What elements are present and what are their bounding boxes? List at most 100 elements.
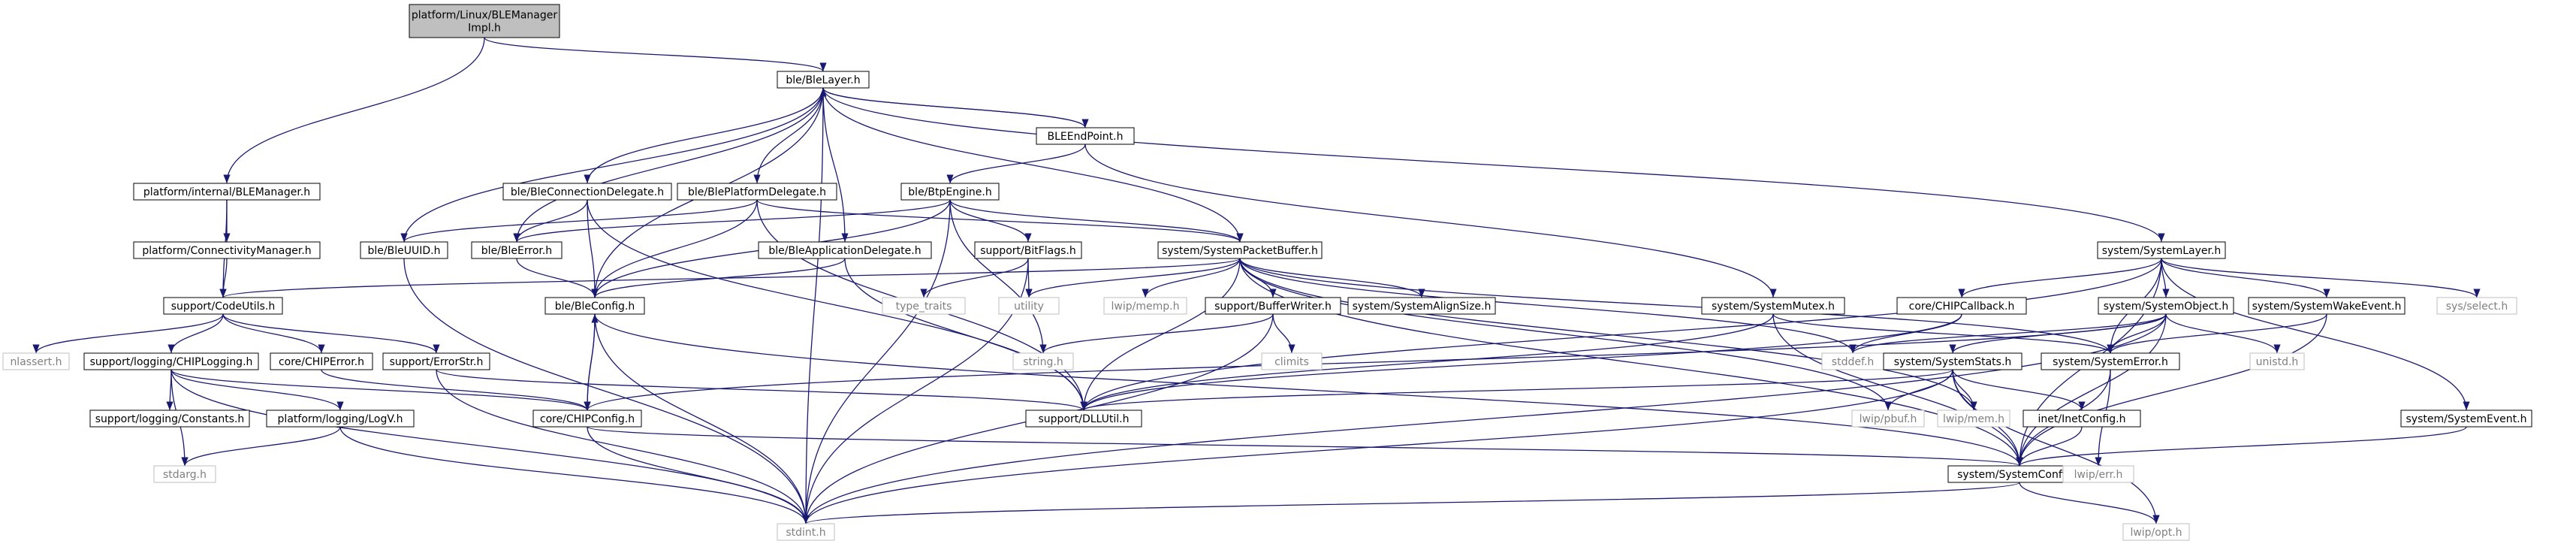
node-box [1896,297,2027,315]
node-label: support/CodeUtils.h [171,301,275,313]
edge-btpengine-to-packetbuffer [949,199,1244,243]
edge-systemwakeevent-to-systemconfig [2016,313,2327,467]
edge-chipcallback-to-dllutil [1080,313,1962,411]
node-systemobject[interactable]: system/SystemObject.h [2098,297,2234,315]
node-bleuuid[interactable]: ble/BleUUID.h [360,241,448,259]
node-box [1937,410,2010,428]
node-box [2041,352,2180,370]
node-label: ble/BlePlatformDelegate.h [688,186,826,198]
node-label: lwip/err.h [2074,469,2123,481]
node-bleendpoint[interactable]: BLEEndPoint.h [1036,127,1135,145]
edge-logv-to-stdarg [181,426,341,467]
node-btpengine[interactable]: ble/BtpEngine.h [900,183,1000,201]
node-bleappdelegate[interactable]: ble/BleApplicationDelegate.h [758,241,932,259]
node-label: stdarg.h [163,469,207,481]
node-box [2022,410,2141,428]
node-box [1036,127,1135,145]
edge-packetbuffer-to-lwipmemp [1142,258,1241,298]
node-box [471,241,563,259]
node-systemevent[interactable]: system/SystemEvent.h [2400,410,2532,428]
node-connectivitymanager[interactable]: platform/ConnectivityManager.h [133,241,321,259]
node-blelayer[interactable]: ble/BleLayer.h [777,71,870,89]
node-bleerror[interactable]: ble/BleError.h [471,241,563,259]
node-box [2400,410,2532,428]
node-box [1883,352,2022,370]
edge-bleconfig-to-stdint [594,313,810,524]
edge-systemmutex-to-dllutil [1080,313,1774,411]
node-box [502,183,672,201]
node-bitflags[interactable]: support/BitFlags.h [974,241,1082,259]
node-box [777,523,835,541]
node-codeutils[interactable]: support/CodeUtils.h [163,297,283,315]
edge-systemwakeevent-to-systemerror [2107,313,2327,354]
node-bufferwriter[interactable]: support/BufferWriter.h [1205,297,1341,315]
node-lwiperr: lwip/err.h [2062,465,2134,483]
node-label: ble/BleUUID.h [368,245,441,257]
edge-systemstats-to-lwipopt [1952,369,2160,524]
edge-blelayer-to-bleerror [513,87,824,243]
node-label: stdint.h [786,527,825,539]
node-box [900,183,1000,201]
node-internalblemanager[interactable]: platform/internal/BLEManager.h [133,183,321,201]
edge-systemlayer-to-systemwakeevent [2161,258,2330,298]
node-inetconfig[interactable]: inet/InetConfig.h [2022,410,2141,428]
node-dllutil[interactable]: support/DLLUtil.h [1025,410,1142,428]
node-systemconfig[interactable]: system/SystemConfig.h [1947,465,2092,483]
node-box [2,352,70,370]
node-chipconfig[interactable]: core/CHIPConfig.h [532,410,642,428]
node-typetraits: type_traits [882,297,966,315]
edge-blelayer-to-bleconndelegate [584,87,824,184]
edge-inetconfig-to-systemconfig [2016,426,2083,467]
node-box [998,297,1060,315]
node-constants[interactable]: support/logging/Constants.h [89,410,250,428]
node-lwippbuf: lwip/pbuf.h [1851,410,1925,428]
node-box [1261,352,1323,370]
edge-systemlayer-to-systemevent [2161,258,2470,411]
node-stringh: string.h [1012,352,1074,370]
node-box [1851,410,1925,428]
edge-packetbuffer-to-codeutils [219,258,1241,298]
node-label: system/SystemEvent.h [2406,413,2527,425]
node-box [758,241,932,259]
node-bleconfig[interactable]: ble/BleConfig.h [544,297,645,315]
node-box [2097,241,2226,259]
node-label: platform/Linux/BLEManager [412,10,558,22]
edge-bleplatdelegate-to-packetbuffer [756,199,1244,243]
node-chipcallback[interactable]: core/CHIPCallback.h [1896,297,2027,315]
node-box [777,71,870,89]
node-label: support/BufferWriter.h [1214,301,1332,313]
node-chiplogging[interactable]: support/logging/CHIPLogging.h [83,352,259,370]
node-bleplatdelegate[interactable]: ble/BlePlatformDelegate.h [677,183,837,201]
edge-blelayer-to-packetbuffer [822,87,1244,243]
node-label: platform/internal/BLEManager.h [143,186,310,198]
node-systemmutex[interactable]: system/SystemMutex.h [1701,297,1845,315]
node-label: utility [1014,301,1044,313]
node-label: lwip/mem.h [1943,413,2004,425]
node-label: unistd.h [2256,356,2299,368]
edge-chipcallback-to-stddef [1849,313,1962,354]
node-box [677,183,837,201]
node-systemwakeevent[interactable]: system/SystemWakeEvent.h [2248,297,2406,315]
node-chiperror[interactable]: core/CHIPError.h [270,352,373,370]
node-box [409,4,560,38]
node-bleconndelegate[interactable]: ble/BleConnectionDelegate.h [502,183,672,201]
node-box [1347,297,1496,315]
node-box [974,241,1082,259]
node-label: ble/BleConfig.h [555,301,635,313]
edge-codeutils-to-errorstr [222,313,440,354]
node-label: ble/BtpEngine.h [908,186,991,198]
node-systemlayer[interactable]: system/SystemLayer.h [2097,241,2226,259]
edge-blelayer-to-bleappdelegate [822,87,849,243]
node-packetbuffer[interactable]: system/SystemPacketBuffer.h [1157,241,1323,259]
edge-packetbuffer-to-systemerror [1239,258,2114,354]
node-systemstats[interactable]: system/SystemStats.h [1883,352,2022,370]
node-alignsize[interactable]: system/SystemAlignSize.h [1347,297,1496,315]
edge-codeutils-to-chiplogging [167,313,224,354]
edge-errorstr-to-stdint [436,369,810,524]
node-errorstr[interactable]: support/ErrorStr.h [382,352,490,370]
node-logv[interactable]: platform/logging/LogV.h [266,410,415,428]
node-label: system/SystemStats.h [1894,356,2012,368]
node-systemerror[interactable]: system/SystemError.h [2041,352,2180,370]
